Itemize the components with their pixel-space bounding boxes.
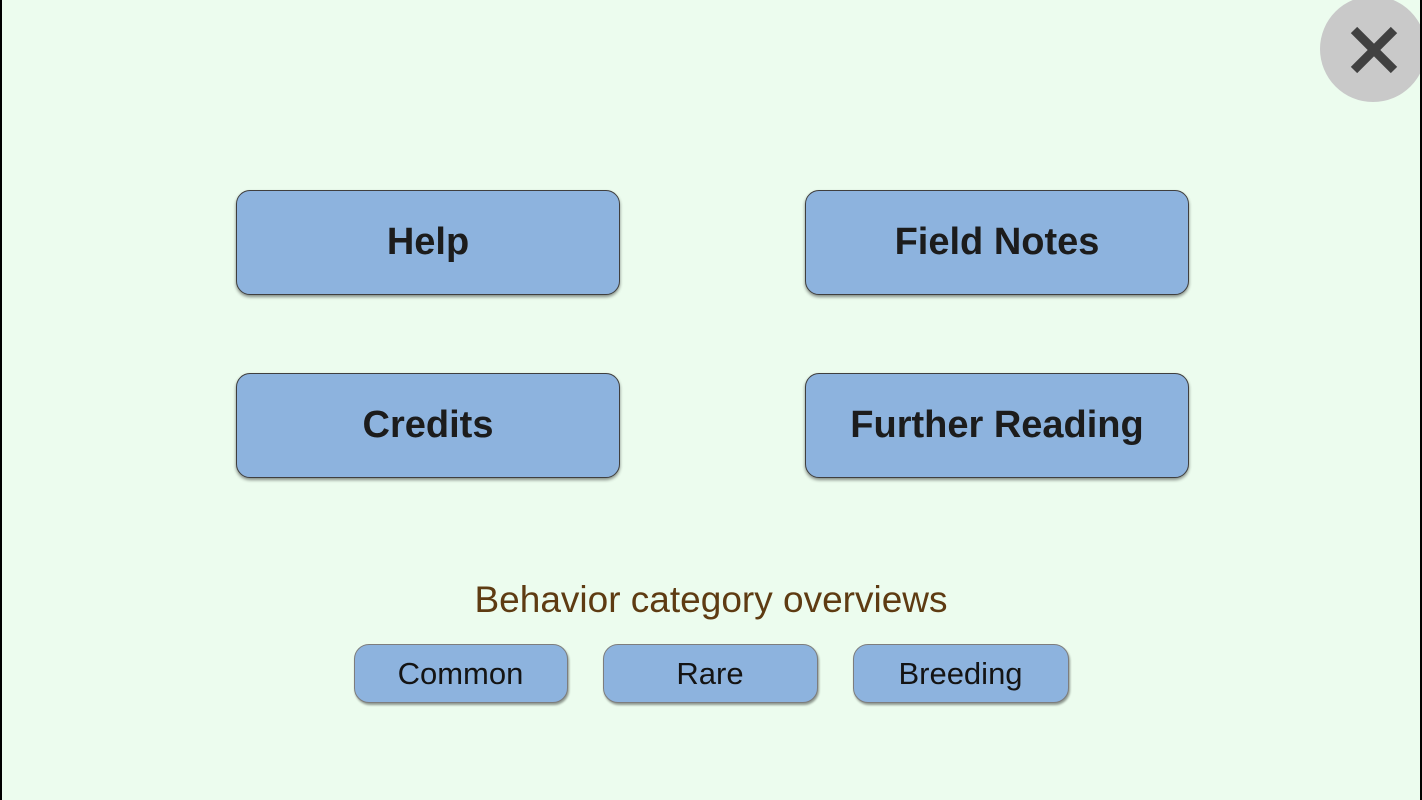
help-button[interactable]: Help <box>236 190 620 295</box>
credits-button-label: Credits <box>362 404 494 446</box>
category-button-row: Common Rare Breeding <box>2 644 1420 703</box>
credits-button[interactable]: Credits <box>236 373 620 478</box>
breeding-button[interactable]: Breeding <box>852 644 1069 703</box>
rare-button[interactable]: Rare <box>602 644 818 703</box>
breeding-button-label: Breeding <box>898 655 1023 691</box>
behavior-overviews-heading: Behavior category overviews <box>474 579 948 620</box>
rare-button-label: Rare <box>676 655 744 691</box>
field-notes-button-label: Field Notes <box>894 221 1100 263</box>
field-notes-button[interactable]: Field Notes <box>805 190 1189 295</box>
help-button-label: Help <box>386 221 470 263</box>
common-button-label: Common <box>397 655 524 691</box>
close-icon <box>1350 26 1398 74</box>
further-reading-button[interactable]: Further Reading <box>805 373 1189 478</box>
further-reading-button-label: Further Reading <box>850 404 1144 446</box>
close-button[interactable] <box>1320 0 1420 102</box>
common-button[interactable]: Common <box>353 644 568 703</box>
